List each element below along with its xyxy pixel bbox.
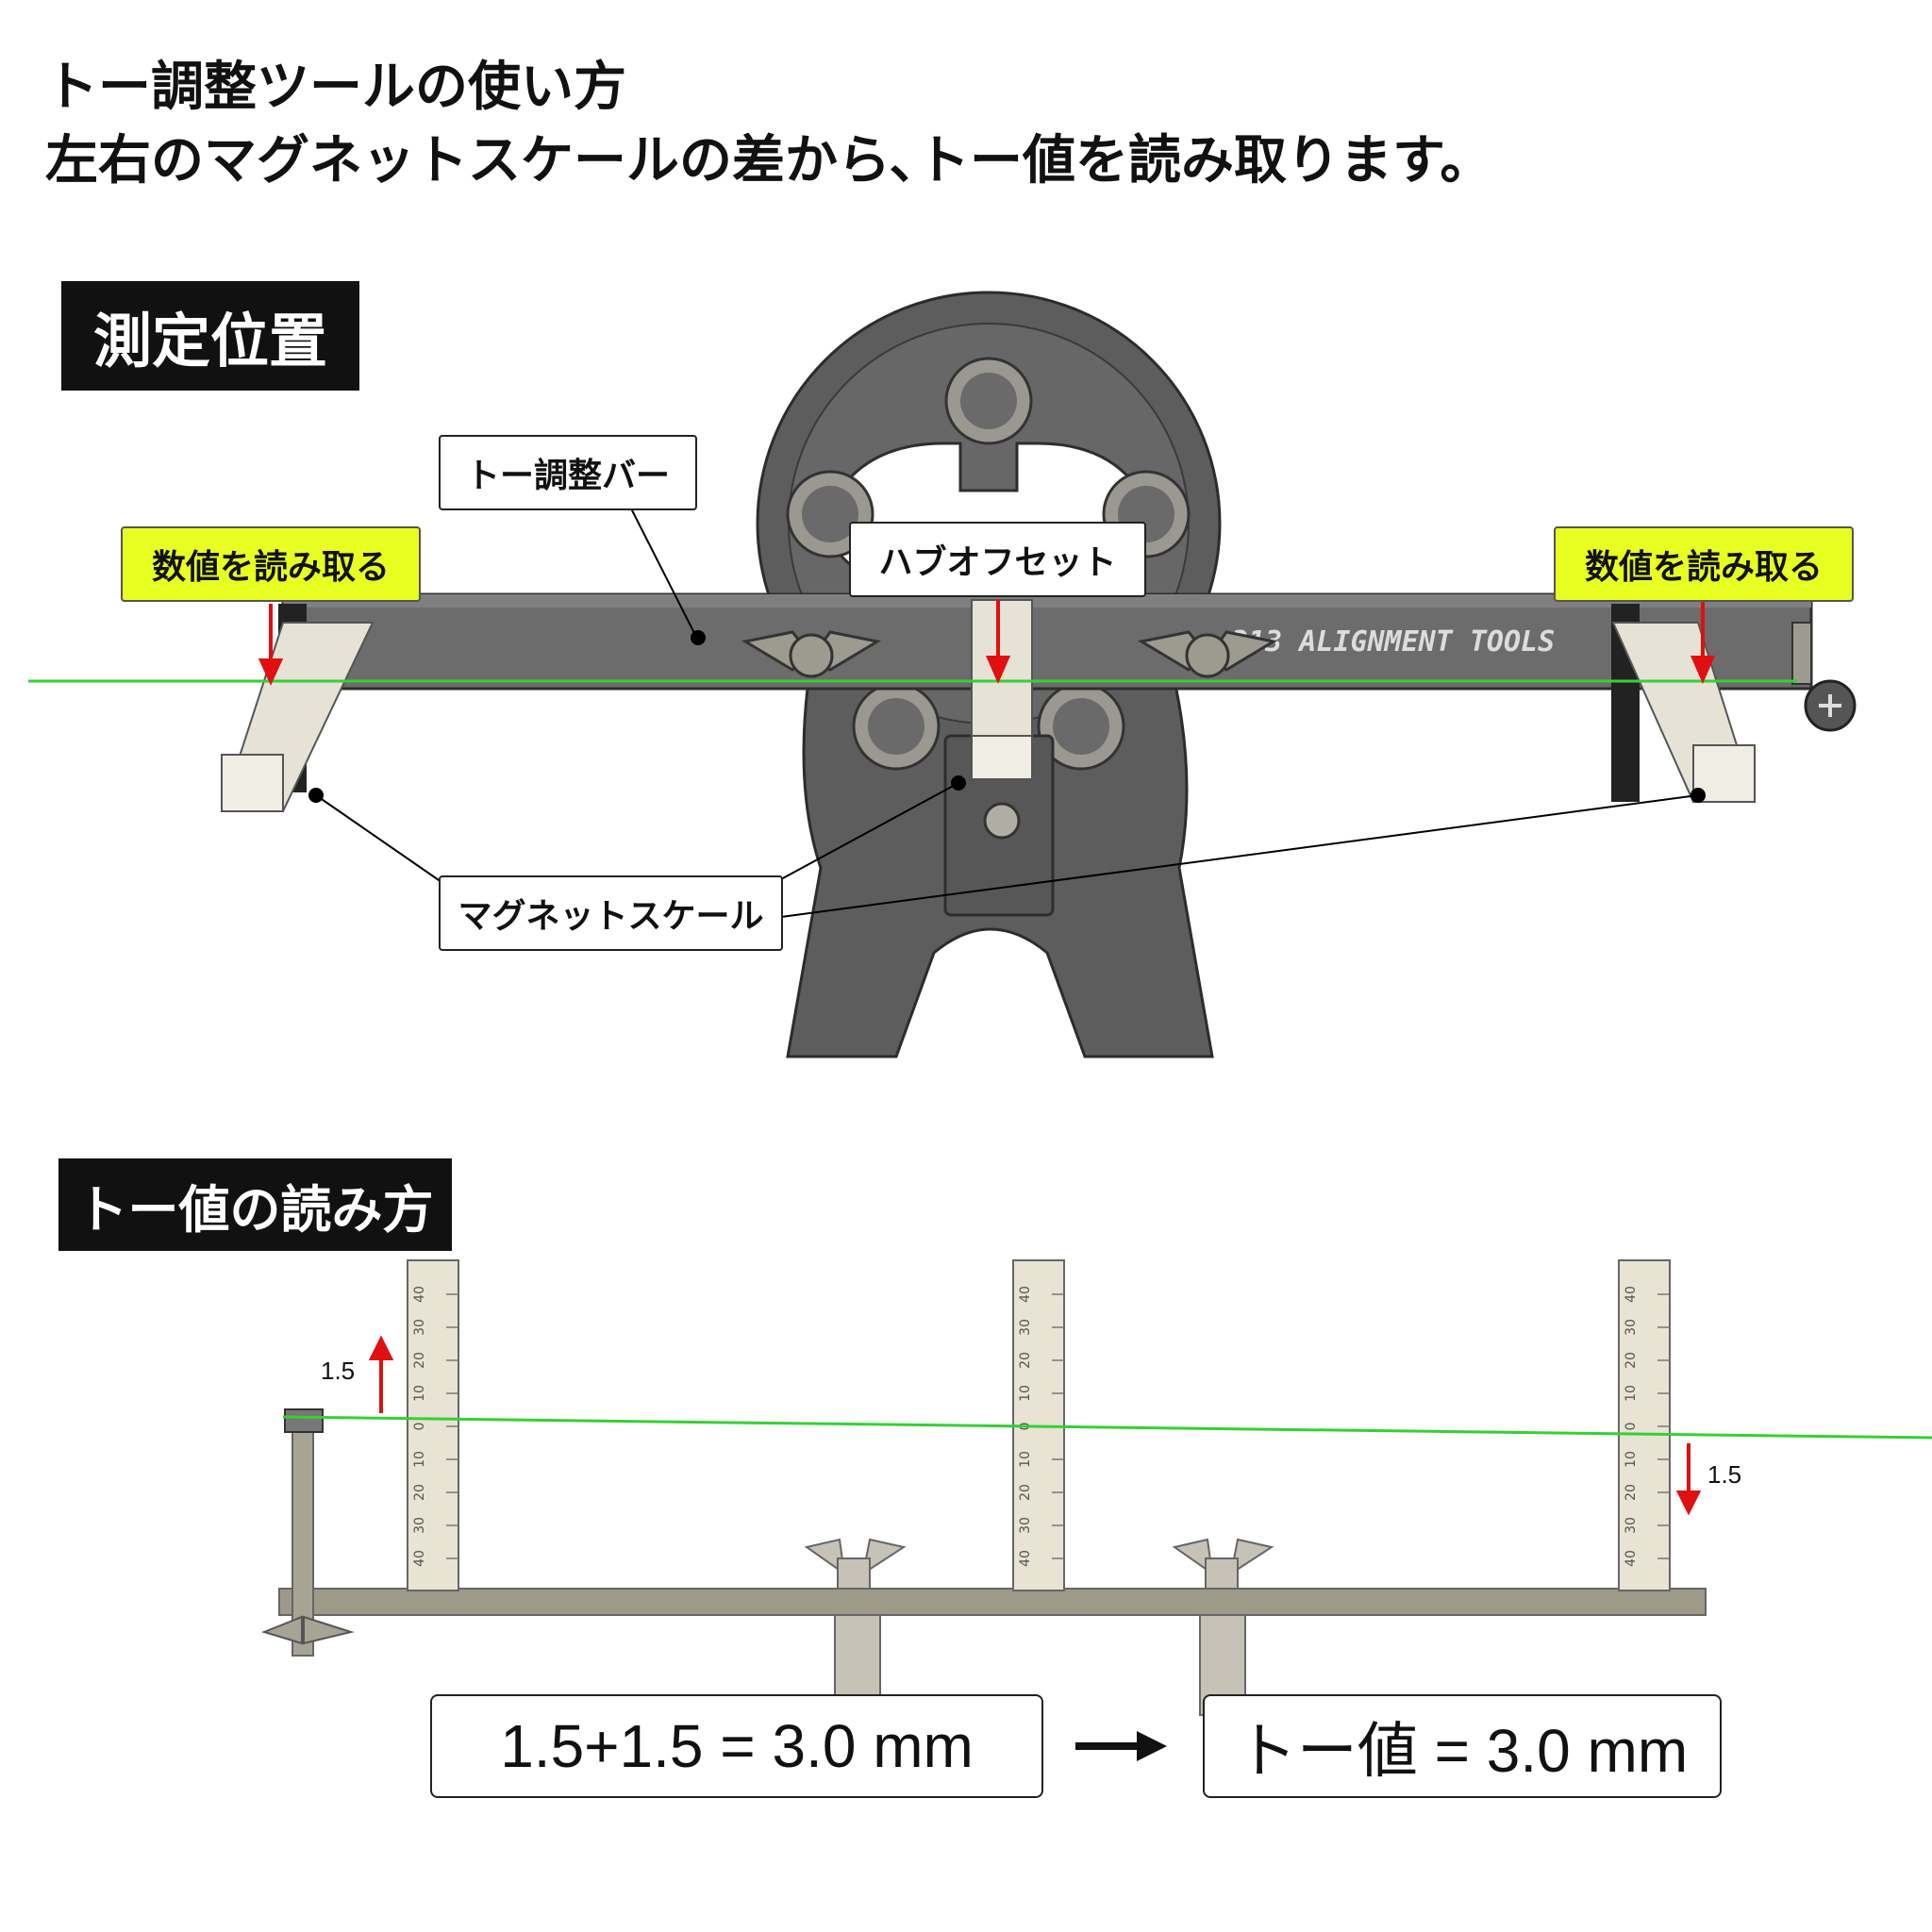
wing-nut-bottom-left (260, 1615, 355, 1645)
magnet-scale-center (971, 599, 1033, 780)
ruler-tick-label: 30 (1624, 1517, 1639, 1534)
offset-arrow-left (368, 1335, 394, 1413)
ruler-tick-label: 10 (1624, 1451, 1639, 1468)
callout-hub-offset: ハブオフセット (849, 522, 1146, 597)
formula-box: 1.5+1.5 = 3.0 mm (430, 1694, 1043, 1798)
ruler-tick-label: 40 (1624, 1286, 1639, 1303)
offset-label-right: 1.5 (1707, 1460, 1742, 1489)
ruler-tick-label: 40 (1018, 1286, 1033, 1303)
read-arrow-left (258, 604, 284, 686)
ruler-tick-label: 30 (1018, 1319, 1033, 1336)
title-line-1: トー調整ツールの使い方 (45, 57, 626, 118)
ruler-tick-label: 10 (412, 1385, 427, 1402)
ruler-tick-label: 20 (412, 1352, 427, 1369)
wing-nut-right (1137, 630, 1278, 678)
ruler-tick-label: 30 (1624, 1319, 1639, 1336)
read-arrow-right (1690, 600, 1716, 685)
wing-nut-base-2 (1172, 1538, 1274, 1590)
ruler-tick-label: 0 (1624, 1423, 1639, 1431)
wing-nut-left (741, 630, 882, 678)
reading-base-bar (278, 1588, 1707, 1616)
offset-arrow-right (1675, 1443, 1702, 1516)
ruler-tick-label: 30 (1018, 1517, 1033, 1534)
callout-read-value-right: 数値を読み取る (1554, 526, 1854, 602)
ruler-tick-label: 20 (1624, 1352, 1639, 1369)
ruler-tick-label: 30 (412, 1517, 427, 1534)
callout-read-value-left: 数値を読み取る (121, 526, 421, 602)
offset-label-left: 1.5 (321, 1357, 356, 1385)
read-arrow-center (985, 600, 1011, 685)
ruler-tick-label: 10 (412, 1451, 427, 1468)
ruler-tick-label: 20 (1624, 1484, 1639, 1501)
title-line-2: 左右のマグネットスケールの差から､トー値を読み取ります。 (45, 130, 1493, 192)
ruler-tick-label: 10 (1018, 1451, 1033, 1468)
ruler-left (407, 1259, 459, 1591)
ruler-tick-label: 30 (412, 1319, 427, 1336)
laser-line-bottom (282, 1415, 1932, 1440)
section-tag-measure-position: 測定位置 (61, 281, 359, 391)
magnet-scale-right (1611, 604, 1757, 803)
toe-result-box: トー値 = 3.0 mm (1203, 1694, 1722, 1798)
section-tag-how-to-read: トー値の読み方 (58, 1158, 452, 1251)
ruler-tick-label: 0 (412, 1423, 427, 1431)
ruler-tick-label: 20 (412, 1484, 427, 1501)
ruler-tick-label: 40 (1018, 1550, 1033, 1567)
callout-magnet-scale: マグネットスケール (439, 875, 783, 951)
ruler-tick-label: 40 (412, 1550, 427, 1567)
wing-nut-base-1 (804, 1538, 907, 1590)
callout-toe-adjust-bar: トー調整バー (439, 435, 697, 510)
formula-arrow (1075, 1731, 1167, 1761)
ruler-tick-label: 40 (412, 1286, 427, 1303)
brand-text: 313 ALIGNMENT TOOLS (1230, 625, 1555, 658)
ruler-tick-label: 10 (1018, 1385, 1033, 1402)
ruler-tick-label: 40 (1624, 1550, 1639, 1567)
ruler-tick-label: 10 (1624, 1385, 1639, 1402)
ruler-right (1618, 1259, 1671, 1591)
magnet-scale-left (220, 604, 375, 812)
ruler-tick-label: 20 (1018, 1352, 1033, 1369)
ruler-tick-label: 20 (1018, 1484, 1033, 1501)
